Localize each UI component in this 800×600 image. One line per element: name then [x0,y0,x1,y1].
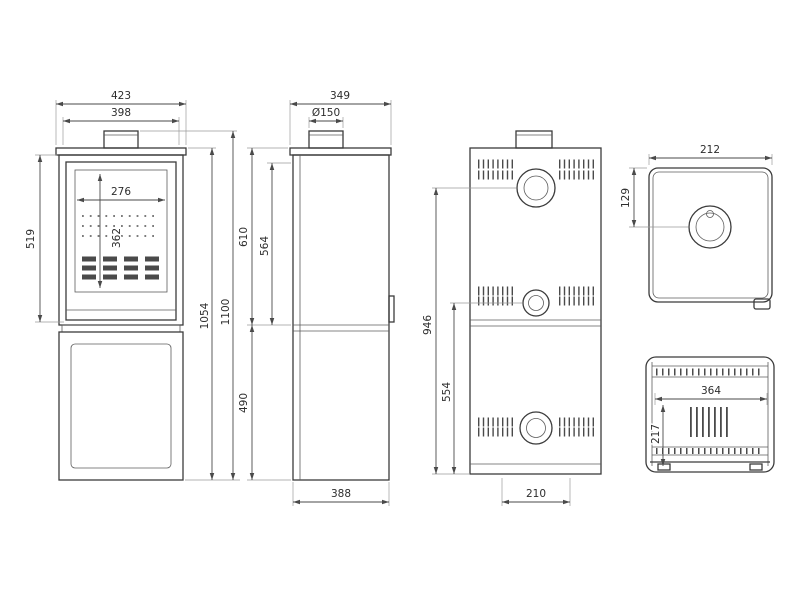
top-flue-circle [688,205,732,249]
top-view: 212 129 [619,143,773,310]
dim-side-upper-height: 610 [238,227,250,247]
front-lower-body [58,331,184,481]
side-body [292,154,390,481]
top-latch [753,298,771,310]
dim-rear-base-width: 210 [526,488,546,500]
front-log-store-panel [70,343,172,469]
rear-mid-outlet [522,289,550,317]
dim-firebox-inner-height: 217 [650,424,662,444]
top-flue-notch [706,210,714,218]
rear-mid-outlet-inner [528,295,544,311]
rear-top-flue-outlet-inner [523,175,549,201]
firebox-foot [749,463,763,471]
dim-firebox-inner-width: 364 [701,385,721,397]
dim-top-flue-offset: 129 [620,188,632,208]
dim-front-glass-height: 362 [111,228,123,248]
rear-bottom-outlet [519,411,553,445]
rear-body [469,147,602,475]
dim-top-width: 212 [700,144,720,156]
side-view: 349 Ø150 610 564 490 388 [237,89,395,506]
dim-front-body-height: 1054 [199,302,211,329]
dim-side-base-depth: 388 [331,488,351,500]
side-top-plate [289,147,392,156]
dim-side-depth: 349 [330,90,350,102]
top-plate-inner-edge [652,171,769,299]
dim-side-upper-inner-height: 564 [259,236,271,256]
dim-front-glass-width: 276 [111,186,131,198]
firebox-foot [657,463,671,471]
dim-front-overall-width: 423 [111,90,131,102]
rear-flue-collar [515,130,553,149]
top-flue-circle-inner [695,212,725,242]
dim-front-body-width: 398 [111,107,131,119]
dim-rear-flue-height: 946 [422,315,434,335]
firebox-outline [645,356,775,473]
dim-side-flue-diameter: Ø150 [312,107,340,119]
rear-view: 946 554 210 [421,130,602,506]
firebox-view: 364 217 [645,356,775,473]
dim-side-base-height: 490 [238,393,250,413]
front-top-plate [55,147,187,156]
front-view: 423 398 519 276 362 1054 1100 [24,89,240,481]
front-door-glass [74,169,168,293]
front-mid-step [61,324,181,333]
dim-front-firebox-height: 519 [25,229,37,249]
dim-rear-lower-flue-height: 554 [441,382,453,402]
dim-front-overall-height: 1100 [220,299,232,326]
rear-top-flue-outlet [516,168,556,208]
side-door-handle [388,295,395,323]
front-flue-collar [103,130,139,149]
top-body-outline [648,167,773,303]
side-flue-collar [308,130,344,149]
rear-bottom-outlet-inner [526,418,546,438]
front-door-frame [65,161,177,321]
